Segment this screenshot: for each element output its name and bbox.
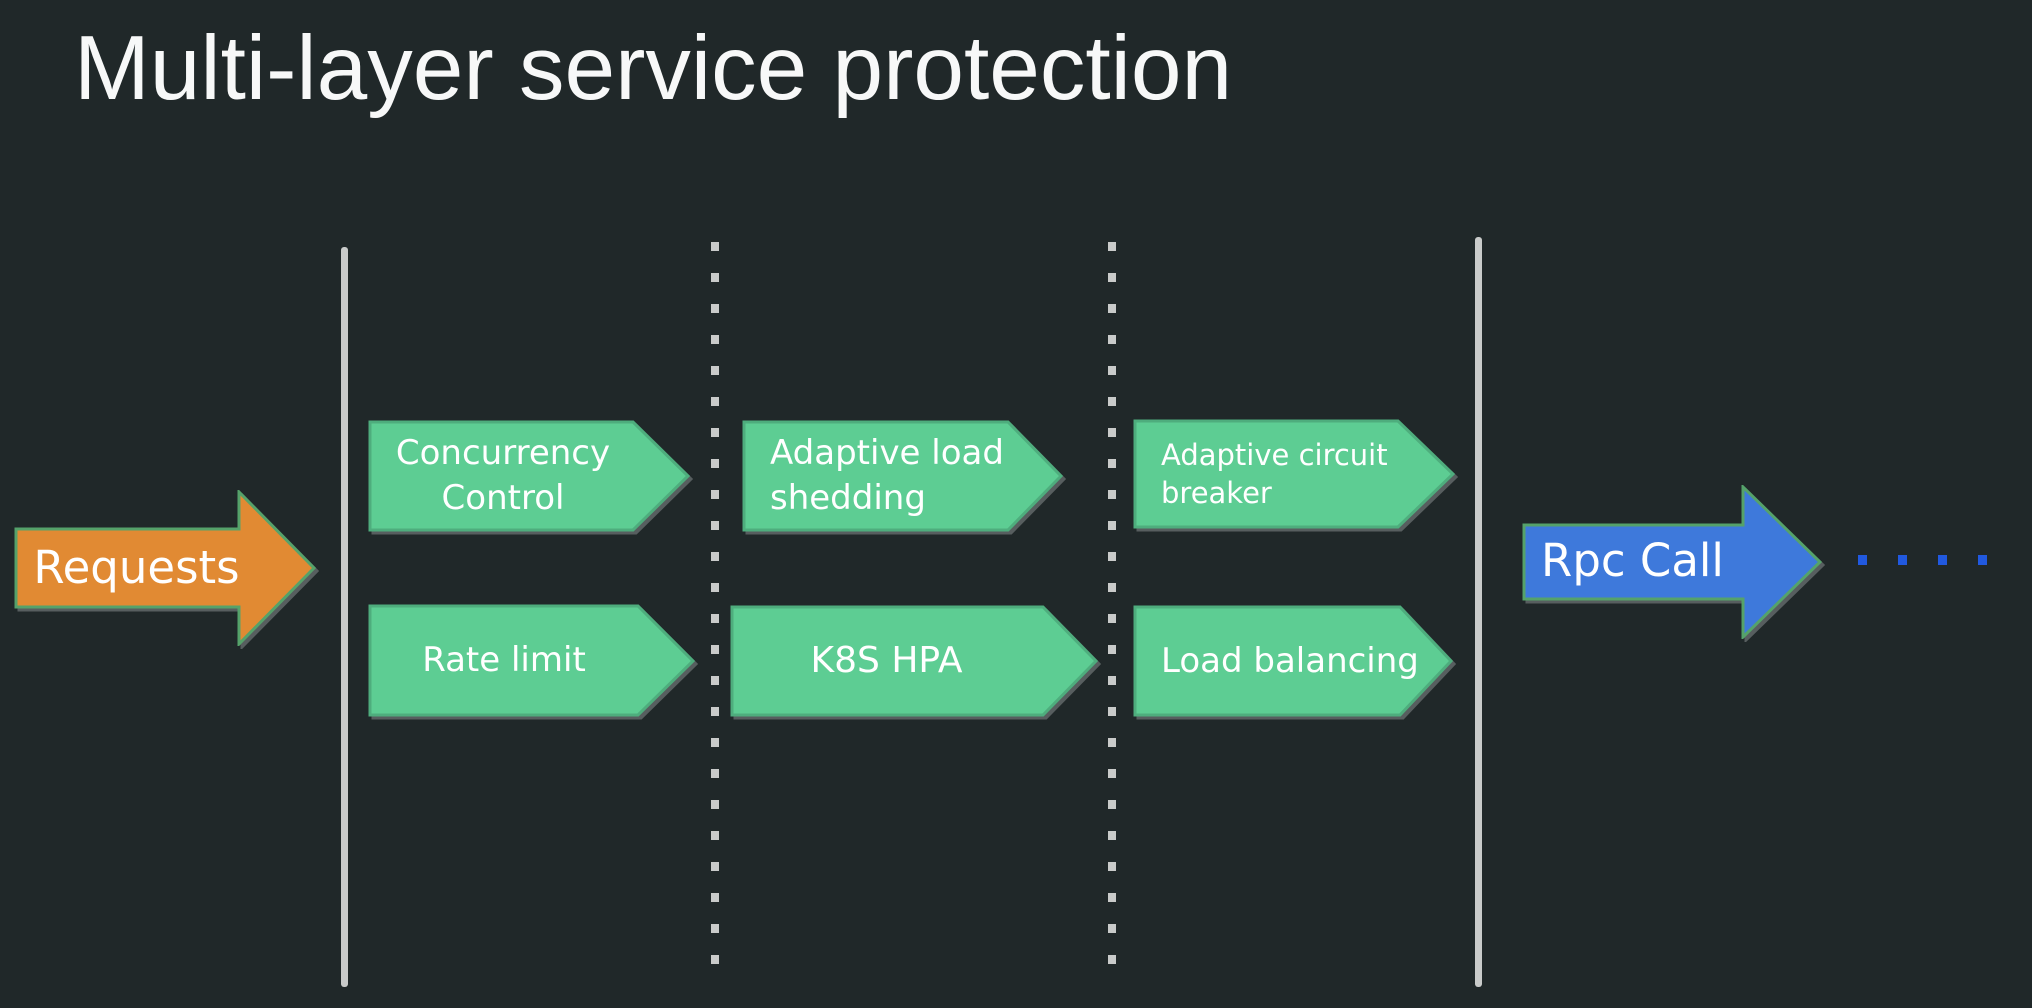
load-balancing-label: Load balancing xyxy=(1161,640,1419,681)
right-arrow-icon xyxy=(1522,485,1822,639)
rpc-call-label: Rpc Call xyxy=(1541,534,1724,588)
box-rate-limit: Rate limit xyxy=(368,604,695,717)
box-load-balancing: Load balancing xyxy=(1133,605,1453,717)
pentagon-arrow-icon xyxy=(1133,419,1455,529)
rate-limit-label: Rate limit xyxy=(422,640,586,681)
box-adaptive-circuit-breaker: Adaptive circuit breaker xyxy=(1133,419,1455,529)
box-k8s-hpa: K8S HPA xyxy=(730,605,1098,717)
rpc-continuation-dots xyxy=(1858,555,1987,565)
pentagon-arrow-icon xyxy=(368,604,695,717)
layer-divider-dotted-2 xyxy=(1108,242,1116,968)
k8s-hpa-label: K8S HPA xyxy=(810,640,963,682)
layer-divider-dotted-1 xyxy=(711,242,719,968)
rpc-dot xyxy=(1938,555,1947,565)
rpc-dot xyxy=(1858,555,1867,565)
box-adaptive-load-shedding: Adaptive load shedding xyxy=(742,420,1063,532)
pentagon-arrow-icon xyxy=(368,420,690,532)
box-concurrency-control: Concurrency Control xyxy=(368,420,690,532)
requests-arrow: Requests xyxy=(14,490,316,646)
pentagon-arrow-icon xyxy=(742,420,1063,532)
rpc-call-arrow: Rpc Call xyxy=(1522,485,1822,639)
adaptive-load-shedding-label: Adaptive load shedding xyxy=(770,433,1004,518)
right-arrow-icon xyxy=(14,490,316,646)
rpc-dot xyxy=(1978,555,1987,565)
rpc-dot xyxy=(1898,555,1907,565)
pentagon-arrow-icon xyxy=(730,605,1098,717)
adaptive-circuit-breaker-label: Adaptive circuit breaker xyxy=(1161,437,1388,510)
page-title: Multi-layer service protection xyxy=(74,18,1233,119)
concurrency-control-label: Concurrency Control xyxy=(395,433,611,518)
pentagon-arrow-icon xyxy=(1133,605,1453,717)
service-boundary-line-right xyxy=(1475,237,1482,987)
service-boundary-line-left xyxy=(341,247,348,987)
requests-label: Requests xyxy=(33,541,240,595)
